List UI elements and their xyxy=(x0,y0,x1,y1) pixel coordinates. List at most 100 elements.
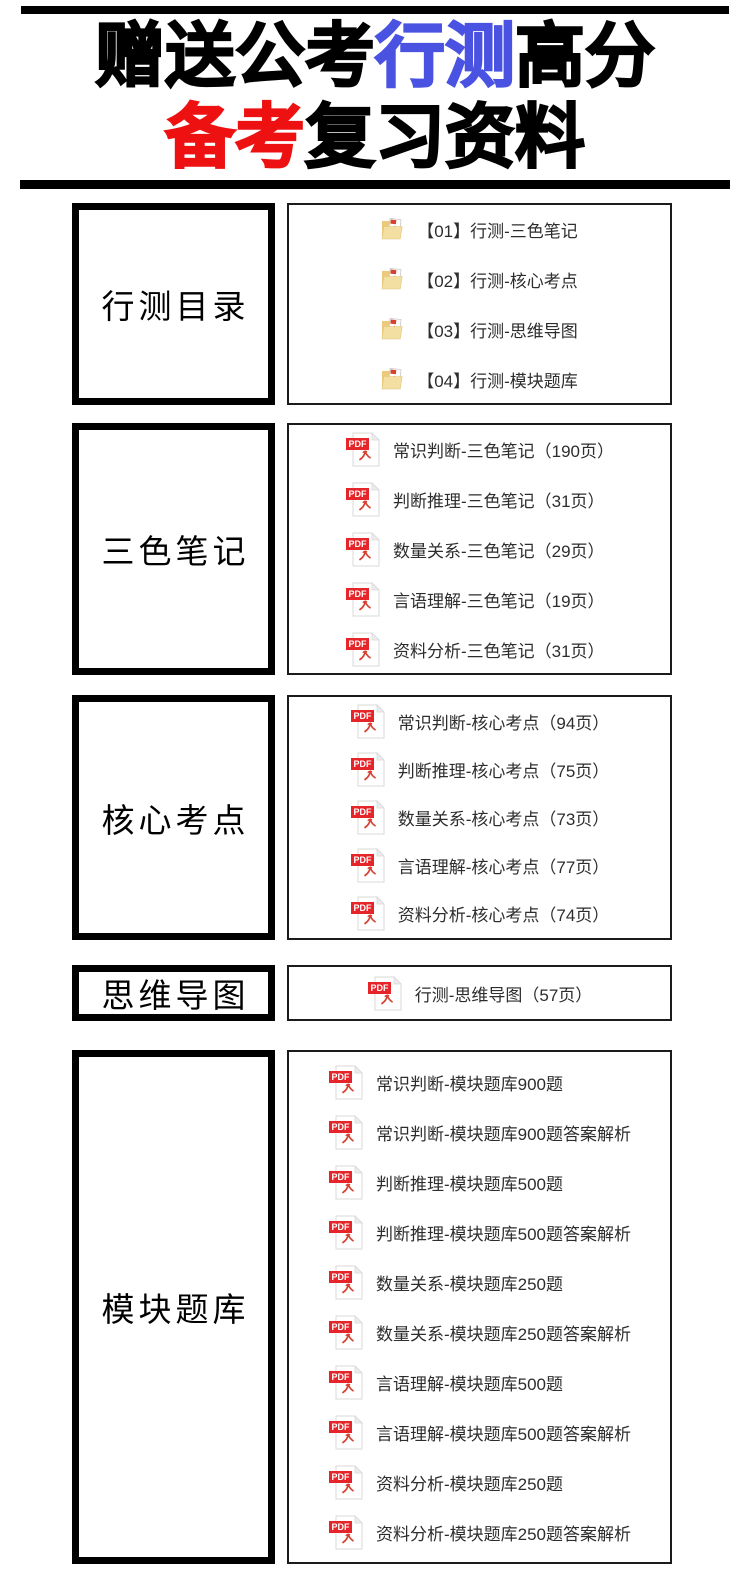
file-item-label: 【02】行测-核心考点 xyxy=(417,271,578,291)
file-item[interactable]: 资料分析-核心考点（74页） xyxy=(349,890,610,938)
file-item[interactable]: 判断推理-模块题库500题答案解析 xyxy=(328,1207,631,1257)
file-item-label: 数量关系-核心考点（73页） xyxy=(397,810,610,829)
pdf-file-icon xyxy=(349,848,385,883)
section-module-question-bank: 模块题库 常识判断-模块题库900题 常识判断-模块题库900题答案解析 判断推… xyxy=(72,1050,750,1564)
section-label: 思维导图 xyxy=(101,979,250,1015)
file-item-label: 资料分析-三色笔记（31页） xyxy=(392,641,605,661)
file-item[interactable]: 【01】行测-三色笔记 xyxy=(381,204,578,254)
file-item[interactable]: 常识判断-三色笔记（190页） xyxy=(345,424,614,474)
file-item[interactable]: 资料分析-三色笔记（31页） xyxy=(345,624,614,674)
title-divider-bar xyxy=(20,180,730,189)
pdf-file-icon xyxy=(349,704,385,739)
folder-pdf-icon xyxy=(381,217,404,241)
file-item[interactable]: 言语理解-三色笔记（19页） xyxy=(345,574,614,624)
file-item-label: 数量关系-三色笔记（29页） xyxy=(392,541,605,561)
file-item-label: 常识判断-模块题库900题答案解析 xyxy=(375,1124,632,1144)
file-item[interactable]: 【02】行测-核心考点 xyxy=(381,254,578,304)
title-segment: 高分 xyxy=(514,16,656,96)
section-label: 模块题库 xyxy=(101,1293,250,1329)
file-item[interactable]: 数量关系-核心考点（73页） xyxy=(349,794,610,842)
file-item-label: 数量关系-模块题库250题 xyxy=(375,1274,564,1294)
pdf-file-icon xyxy=(328,1514,363,1550)
file-item[interactable]: 言语理解-模块题库500题答案解析 xyxy=(328,1407,631,1457)
section-label-box: 思维导图 xyxy=(72,965,275,1021)
file-item-label: 资料分析-模块题库250题 xyxy=(375,1474,564,1494)
pdf-file-icon xyxy=(345,531,380,567)
pdf-file-icon xyxy=(328,1264,363,1300)
file-item[interactable]: 资料分析-模块题库250题答案解析 xyxy=(328,1507,631,1557)
section-label-box: 核心考点 xyxy=(72,695,275,940)
title-segment-highlight-red: 备考 xyxy=(164,97,306,177)
title-line-2: 备考复习资料 xyxy=(0,97,750,178)
file-item-label: 判断推理-模块题库500题答案解析 xyxy=(375,1224,632,1244)
section-label: 三色笔记 xyxy=(101,535,250,571)
file-item[interactable]: 数量关系-模块题库250题 xyxy=(328,1257,631,1307)
file-item[interactable]: 言语理解-模块题库500题 xyxy=(328,1357,631,1407)
file-item[interactable]: 行测-思维导图（57页） xyxy=(366,969,593,1017)
section-mind-map: 思维导图 行测-思维导图（57页） xyxy=(72,965,750,1021)
file-item-label: 判断推理-三色笔记（31页） xyxy=(392,491,605,511)
folder-pdf-icon xyxy=(381,267,404,291)
file-item-label: 行测-思维导图（57页） xyxy=(414,985,593,1005)
file-item[interactable]: 常识判断-核心考点（94页） xyxy=(349,698,610,746)
pdf-file-icon xyxy=(349,896,385,931)
file-item[interactable]: 【03】行测-思维导图 xyxy=(381,304,578,354)
section-three-color-notes: 三色笔记 常识判断-三色笔记（190页） 判断推理-三色笔记（31页） 数量关系… xyxy=(72,423,750,675)
pdf-file-icon xyxy=(328,1214,363,1250)
file-item-label: 常识判断-三色笔记（190页） xyxy=(392,441,615,461)
file-item[interactable]: 言语理解-核心考点（77页） xyxy=(349,842,610,890)
pdf-file-icon xyxy=(328,1114,363,1150)
file-item-label: 常识判断-核心考点（94页） xyxy=(397,714,610,733)
folder-pdf-icon xyxy=(381,317,404,341)
file-item-label: 判断推理-核心考点（75页） xyxy=(397,762,610,781)
section-label-box: 行测目录 xyxy=(72,203,275,405)
title-segment: 赠送公考 xyxy=(94,16,376,96)
page-title: 赠送公考行测高分 备考复习资料 xyxy=(0,16,750,177)
pdf-file-icon xyxy=(349,800,385,835)
file-item-label: 资料分析-核心考点（74页） xyxy=(397,906,610,925)
pdf-file-icon xyxy=(349,752,385,787)
file-item-label: 判断推理-模块题库500题 xyxy=(375,1174,564,1194)
section-file-list: 常识判断-三色笔记（190页） 判断推理-三色笔记（31页） 数量关系-三色笔记… xyxy=(287,423,672,675)
file-item[interactable]: 判断推理-核心考点（75页） xyxy=(349,746,610,794)
section-file-list: 常识判断-核心考点（94页） 判断推理-核心考点（75页） 数量关系-核心考点（… xyxy=(287,695,672,940)
file-item[interactable]: 数量关系-三色笔记（29页） xyxy=(345,524,614,574)
pdf-file-icon xyxy=(366,975,402,1011)
file-item[interactable]: 数量关系-模块题库250题答案解析 xyxy=(328,1307,631,1357)
pdf-file-icon xyxy=(328,1414,363,1450)
pdf-file-icon xyxy=(345,581,380,617)
title-segment-highlight-blue: 行测 xyxy=(374,16,516,96)
section-file-list: 常识判断-模块题库900题 常识判断-模块题库900题答案解析 判断推理-模块题… xyxy=(287,1050,672,1564)
pdf-file-icon xyxy=(328,1364,363,1400)
file-item[interactable]: 判断推理-模块题库500题 xyxy=(328,1157,631,1207)
section-label-box: 模块题库 xyxy=(72,1050,275,1564)
file-item-label: 言语理解-模块题库500题答案解析 xyxy=(375,1424,632,1444)
top-divider-bar xyxy=(21,6,729,14)
pdf-file-icon xyxy=(328,1164,363,1200)
pdf-file-icon xyxy=(328,1464,363,1500)
file-item-label: 言语理解-核心考点（77页） xyxy=(397,858,610,877)
pdf-file-icon xyxy=(328,1314,363,1350)
content: 行测目录 【01】行测-三色笔记 【02】行测-核心考点 【03】行测-思维导图 xyxy=(0,203,750,1564)
file-item[interactable]: 常识判断-模块题库900题答案解析 xyxy=(328,1107,631,1157)
folder-pdf-icon xyxy=(381,367,404,391)
section-label-box: 三色笔记 xyxy=(72,423,275,675)
file-item-label: 【03】行测-思维导图 xyxy=(417,321,578,341)
section-file-list: 【01】行测-三色笔记 【02】行测-核心考点 【03】行测-思维导图 【04】… xyxy=(287,203,672,405)
file-item-label: 资料分析-模块题库250题答案解析 xyxy=(375,1524,632,1544)
section-file-list: 行测-思维导图（57页） xyxy=(287,965,672,1021)
file-item-label: 数量关系-模块题库250题答案解析 xyxy=(375,1324,632,1344)
section-xingce-catalog: 行测目录 【01】行测-三色笔记 【02】行测-核心考点 【03】行测-思维导图 xyxy=(72,203,750,405)
file-item-label: 言语理解-模块题库500题 xyxy=(375,1374,564,1394)
file-item-label: 【01】行测-三色笔记 xyxy=(417,221,578,241)
section-label: 行测目录 xyxy=(101,290,250,326)
pdf-file-icon xyxy=(345,631,380,667)
file-item[interactable]: 【04】行测-模块题库 xyxy=(381,354,578,404)
title-line-1: 赠送公考行测高分 xyxy=(0,16,750,97)
file-item[interactable]: 常识判断-模块题库900题 xyxy=(328,1057,631,1107)
file-item-label: 常识判断-模块题库900题 xyxy=(375,1074,564,1094)
file-item-label: 【04】行测-模块题库 xyxy=(417,371,578,391)
file-item[interactable]: 判断推理-三色笔记（31页） xyxy=(345,474,614,524)
title-segment: 复习资料 xyxy=(304,97,586,177)
file-item[interactable]: 资料分析-模块题库250题 xyxy=(328,1457,631,1507)
